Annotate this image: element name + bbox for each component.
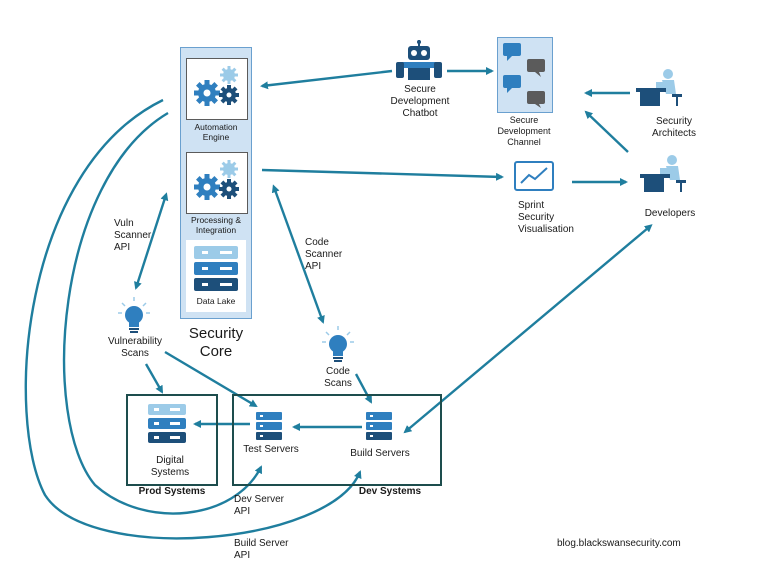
build-servers-label: Build Servers	[350, 448, 410, 459]
dev-systems-group	[232, 394, 442, 486]
arrow-core-vuln-scans	[134, 192, 169, 290]
footer-url: blog.blackswansecurity.com	[557, 538, 681, 549]
arrow-code-to-build	[354, 373, 373, 404]
automation-engine-box	[186, 58, 248, 120]
vuln-scanner-api-label: Vuln Scanner API	[114, 218, 152, 253]
arrow-developers-build	[403, 224, 653, 434]
digital-systems-label: Digital Systems	[150, 455, 190, 478]
server-stack-icon	[256, 412, 282, 440]
chatbot-label: Secure Development Chatbot	[390, 84, 450, 119]
lightbulb-icon	[118, 297, 150, 333]
automation-engine-label: Automation Engine	[194, 122, 238, 142]
arrow-vuln-to-test	[164, 350, 258, 408]
data-lake-box: Data Lake	[186, 240, 246, 312]
arrow-build-server-api	[24, 98, 362, 540]
processing-integration-label: Processing & Integration	[190, 215, 242, 235]
gears-icon	[194, 66, 239, 106]
prod-systems-caption: Prod Systems	[138, 486, 206, 497]
lightbulb-icon	[322, 326, 354, 362]
sprint-visualisation-label: Sprint Security Visualisation	[518, 200, 574, 235]
prod-systems-group	[126, 394, 218, 486]
dashboard-chart-icon	[514, 161, 554, 191]
arrow-developers-to-channel	[584, 110, 629, 153]
build-server-api-label: Build Server API	[234, 538, 289, 561]
gears-icon	[194, 160, 239, 200]
arrow-core-to-visualisation	[261, 168, 504, 181]
arrow-vuln-to-prod	[144, 363, 164, 394]
server-rack-icon	[148, 404, 186, 443]
server-rack-icon	[194, 246, 238, 291]
code-scans-label: Code Scans	[324, 366, 352, 389]
code-scanner-api-label: Code Scanner API	[305, 237, 343, 272]
channel-label: Secure Development Channel	[497, 115, 551, 147]
test-servers-label: Test Servers	[243, 444, 299, 455]
dev-server-api-label: Dev Server API	[234, 494, 285, 517]
arrow-dev-server-api	[62, 111, 263, 515]
security-core-panel: Automation Engine Processing & Integrati…	[180, 47, 252, 319]
processing-integration-box	[186, 152, 248, 214]
dev-systems-caption: Dev Systems	[358, 486, 422, 497]
person-at-desk-icon	[636, 69, 682, 106]
server-stack-icon	[366, 412, 392, 440]
vulnerability-scans-label: Vulnerability Scans	[107, 336, 163, 359]
channel-icon	[497, 37, 553, 113]
security-architects-label: Security Architects	[652, 116, 696, 139]
arrow-chatbot-to-core	[260, 69, 393, 90]
arrow-core-code-scans	[271, 184, 325, 324]
developers-label: Developers	[644, 208, 696, 219]
chat-bubbles-icon	[503, 43, 545, 108]
person-at-desk-icon	[640, 155, 686, 192]
security-core-title: Security Core	[188, 325, 244, 360]
robot-icon	[396, 40, 442, 80]
data-lake-label: Data Lake	[196, 296, 236, 306]
